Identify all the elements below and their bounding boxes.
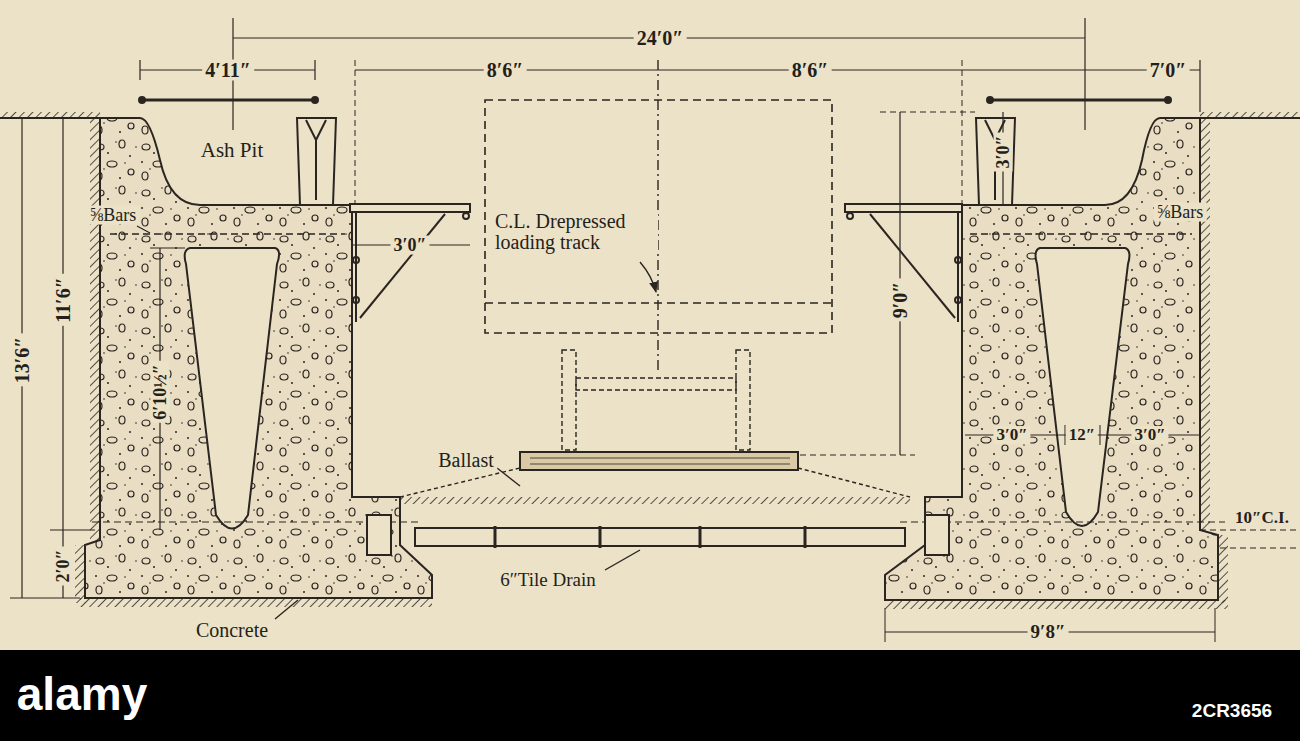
- part-name: C.L. Drepressed loading track: [492, 211, 658, 253]
- dimension-text: 24′0″: [634, 28, 687, 49]
- dimension-text: 3′0″: [1131, 426, 1168, 444]
- dimension-text: 2′0″: [54, 546, 73, 585]
- dimension-text: 3′0″: [993, 426, 1030, 444]
- dimension-text: 12″: [1066, 426, 1098, 444]
- watermark: 2CR3656: [1192, 701, 1272, 721]
- dimension-text: 3′0″: [994, 132, 1013, 171]
- dimension-text: 9′8″: [1028, 622, 1069, 642]
- dimension-text: 11′6″: [53, 274, 74, 326]
- part-name: Concrete: [193, 620, 271, 641]
- part-name: Ballast: [435, 450, 497, 471]
- part-name: Ash Pit: [198, 139, 266, 161]
- dimension-text: 10″C.I.: [1232, 509, 1292, 527]
- dimension-text: 4′11″: [202, 60, 254, 81]
- watermark: alamy: [17, 670, 147, 718]
- part-name: ⅝Bars: [1154, 203, 1207, 222]
- dimension-text: 6′10½″: [151, 361, 170, 423]
- dimension-text: 8′6″: [789, 60, 832, 81]
- dimension-text: 9′0″: [890, 279, 911, 322]
- dimension-text: 3′0″: [390, 236, 429, 255]
- part-name: ⅝Bars: [87, 206, 140, 225]
- dimension-text: 7′0″: [1147, 60, 1190, 81]
- dimension-text: 13′6″: [12, 334, 33, 387]
- dimension-text: 8′6″: [484, 60, 527, 81]
- part-name: 6″Tile Drain: [497, 570, 598, 590]
